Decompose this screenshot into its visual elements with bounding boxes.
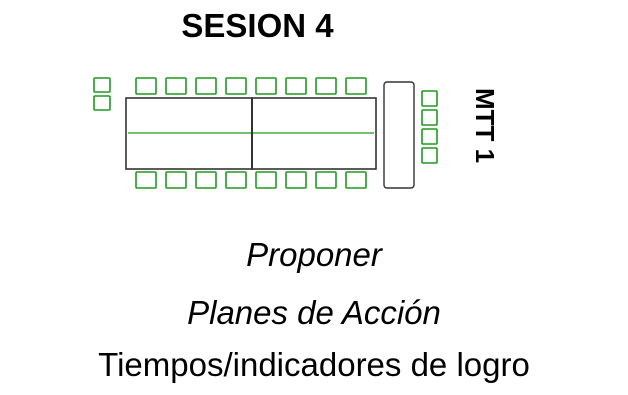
chair [225,77,247,95]
caption-proponer: Proponer [246,236,382,273]
tables-group [125,81,415,189]
chair [421,109,438,126]
chair [195,77,217,95]
chair [255,77,277,95]
chair [315,77,337,95]
session-title: SESION 4 [181,7,334,44]
caption-planes-de-accion: Planes de Acción [187,294,441,331]
chair [195,171,217,189]
caption-tiempos-indicadores: Tiempos/indicadores de logro [98,346,530,383]
chair [135,77,157,95]
table-group-label: MTT 1 [470,88,500,164]
chair [255,171,277,189]
chair [421,147,438,164]
chair [165,171,187,189]
chair [93,77,111,93]
chair [285,77,307,95]
chair [135,171,157,189]
chair [421,128,438,145]
chair [93,95,111,111]
chair [315,171,337,189]
chair [285,171,307,189]
chair [421,90,438,107]
chair [225,171,247,189]
meeting-table-layout [93,77,438,189]
chair [345,77,367,95]
chairs-group [93,77,438,189]
chair [345,171,367,189]
table-end [383,81,415,189]
chair [165,77,187,95]
